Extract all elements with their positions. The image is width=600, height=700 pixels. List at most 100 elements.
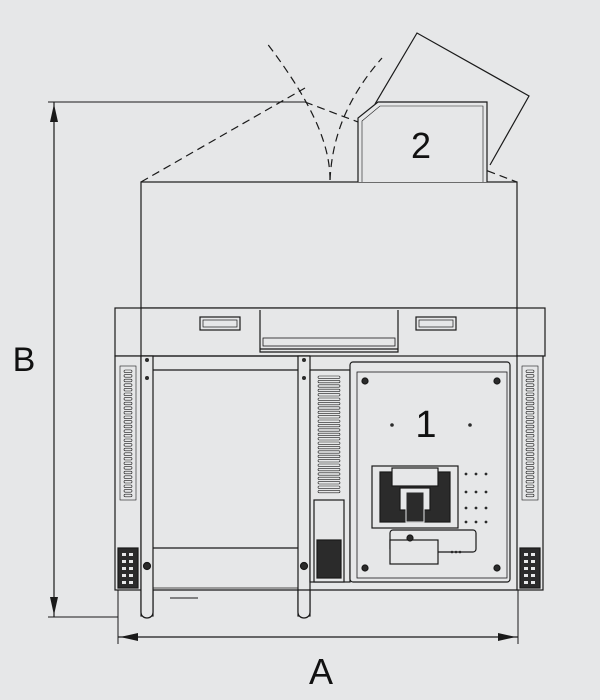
part-2-label: 2: [411, 125, 431, 166]
mount-hole: [474, 490, 478, 494]
vent-slot: [317, 419, 341, 423]
vent-slot: [525, 438, 535, 442]
vent-slot: [123, 429, 133, 433]
vent-slot: [123, 374, 133, 378]
center-vent-column: [309, 369, 351, 583]
foot-vent-mark: [531, 581, 535, 584]
mount-hole: [464, 472, 468, 476]
foot-vent-mark: [531, 553, 535, 556]
vent-slot: [123, 397, 133, 401]
component-assembly: [371, 465, 477, 565]
vent-slot: [317, 393, 341, 397]
vent-slot: [317, 424, 341, 428]
vent-slot: [317, 476, 341, 480]
vent-slot: [123, 447, 133, 452]
vent-slot: [525, 388, 535, 392]
vent-slot: [123, 392, 133, 396]
vent-slot: [123, 388, 133, 392]
right-vent-panel: [516, 355, 544, 591]
vent-slot: [525, 443, 535, 447]
vent-slot: [525, 424, 535, 429]
mount-hole: [464, 506, 468, 510]
vent-slot: [317, 472, 341, 476]
vent-slot: [123, 466, 133, 470]
vent-slot: [123, 461, 133, 465]
dimension-a-line: [117, 590, 519, 644]
vent-slot: [525, 434, 535, 438]
vent-slot: [123, 438, 133, 442]
vent-slot: [317, 437, 341, 441]
vent-slot: [525, 470, 535, 475]
foot-vent-mark: [122, 553, 126, 556]
vent-slot: [525, 489, 535, 493]
vent-slot: [123, 369, 133, 373]
vent-slot: [123, 378, 133, 383]
foot-vent-mark: [531, 567, 535, 570]
foot-vent-mark: [531, 560, 535, 563]
mount-hole: [484, 472, 488, 476]
mount-hole: [474, 520, 478, 524]
part-2-housing: [357, 101, 488, 182]
vent-slot: [525, 447, 535, 452]
vent-slot: [123, 484, 133, 488]
left-vent-slots: [123, 369, 133, 498]
vent-slot: [317, 380, 341, 384]
vent-slot: [123, 406, 133, 410]
foot-vent-mark: [524, 560, 528, 563]
vent-slot: [123, 424, 133, 429]
vent-slot: [123, 383, 133, 387]
vent-slot: [317, 454, 341, 458]
mount-hole: [484, 490, 488, 494]
vent-slot: [123, 443, 133, 447]
vent-slot: [317, 468, 341, 472]
vent-slot: [525, 378, 535, 383]
foot-vent-mark: [524, 553, 528, 556]
vent-slot: [317, 402, 341, 406]
vent-slot: [525, 401, 535, 406]
vent-slot: [317, 384, 341, 388]
vent-slot: [317, 415, 341, 419]
vent-slot: [317, 406, 341, 410]
vent-slot: [317, 490, 341, 494]
part-1-label: 1: [415, 404, 436, 446]
vent-slot: [525, 457, 535, 461]
vent-slot: [525, 397, 535, 401]
foot-vent-mark: [129, 574, 133, 577]
dimension-b-label: B: [13, 341, 36, 379]
right-vent-slots: [525, 369, 535, 498]
vent-slot: [317, 446, 341, 450]
vent-slot: [317, 432, 341, 436]
foot-vent-mark: [129, 567, 133, 570]
foot-vent-mark: [524, 567, 528, 570]
vent-slot: [317, 481, 341, 485]
dimension-b-line: [48, 101, 305, 618]
vent-slot: [317, 397, 341, 401]
mount-hole: [474, 472, 478, 476]
foot-vent-mark: [531, 574, 535, 577]
mount-hole: [464, 520, 468, 524]
vent-slot: [123, 401, 133, 406]
vent-slot: [123, 475, 133, 479]
vent-slot: [525, 411, 535, 415]
panel-mount-holes: [464, 472, 488, 524]
vent-slot: [317, 441, 341, 445]
foot-vent-mark: [524, 574, 528, 577]
vent-slot: [525, 415, 535, 419]
vent-slot: [317, 463, 341, 467]
mount-hole: [484, 506, 488, 510]
vent-slot: [525, 466, 535, 470]
foot-vent-mark: [122, 574, 126, 577]
left-vent-panel: [114, 355, 142, 591]
vent-slot: [317, 450, 341, 454]
mount-hole: [484, 520, 488, 524]
vent-slot: [525, 475, 535, 479]
vent-slot: [525, 484, 535, 488]
vent-slot: [317, 428, 341, 432]
vent-slot: [317, 485, 341, 489]
vent-slot: [525, 461, 535, 465]
vent-slot: [123, 434, 133, 438]
main-frame-top-rail: [114, 307, 546, 357]
vent-slot: [525, 480, 535, 484]
